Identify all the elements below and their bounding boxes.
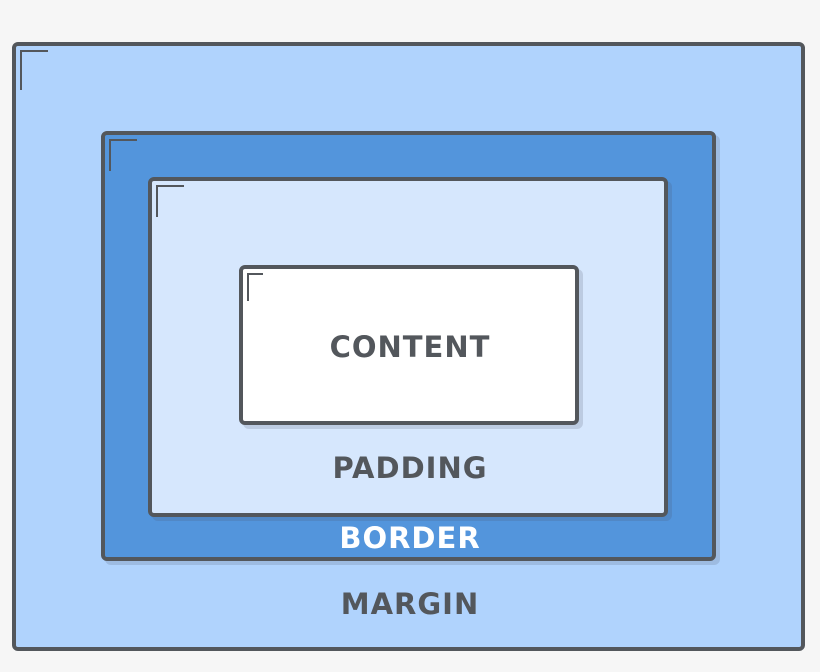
content-box bbox=[239, 265, 579, 425]
content-label: CONTENT bbox=[329, 330, 491, 364]
margin-corner-mark bbox=[20, 50, 48, 90]
padding-corner-mark bbox=[156, 185, 184, 217]
border-label: BORDER bbox=[339, 521, 481, 555]
margin-label: MARGIN bbox=[340, 587, 480, 621]
content-corner-mark bbox=[247, 273, 263, 301]
padding-label: PADDING bbox=[332, 451, 488, 485]
border-corner-mark bbox=[109, 139, 137, 171]
